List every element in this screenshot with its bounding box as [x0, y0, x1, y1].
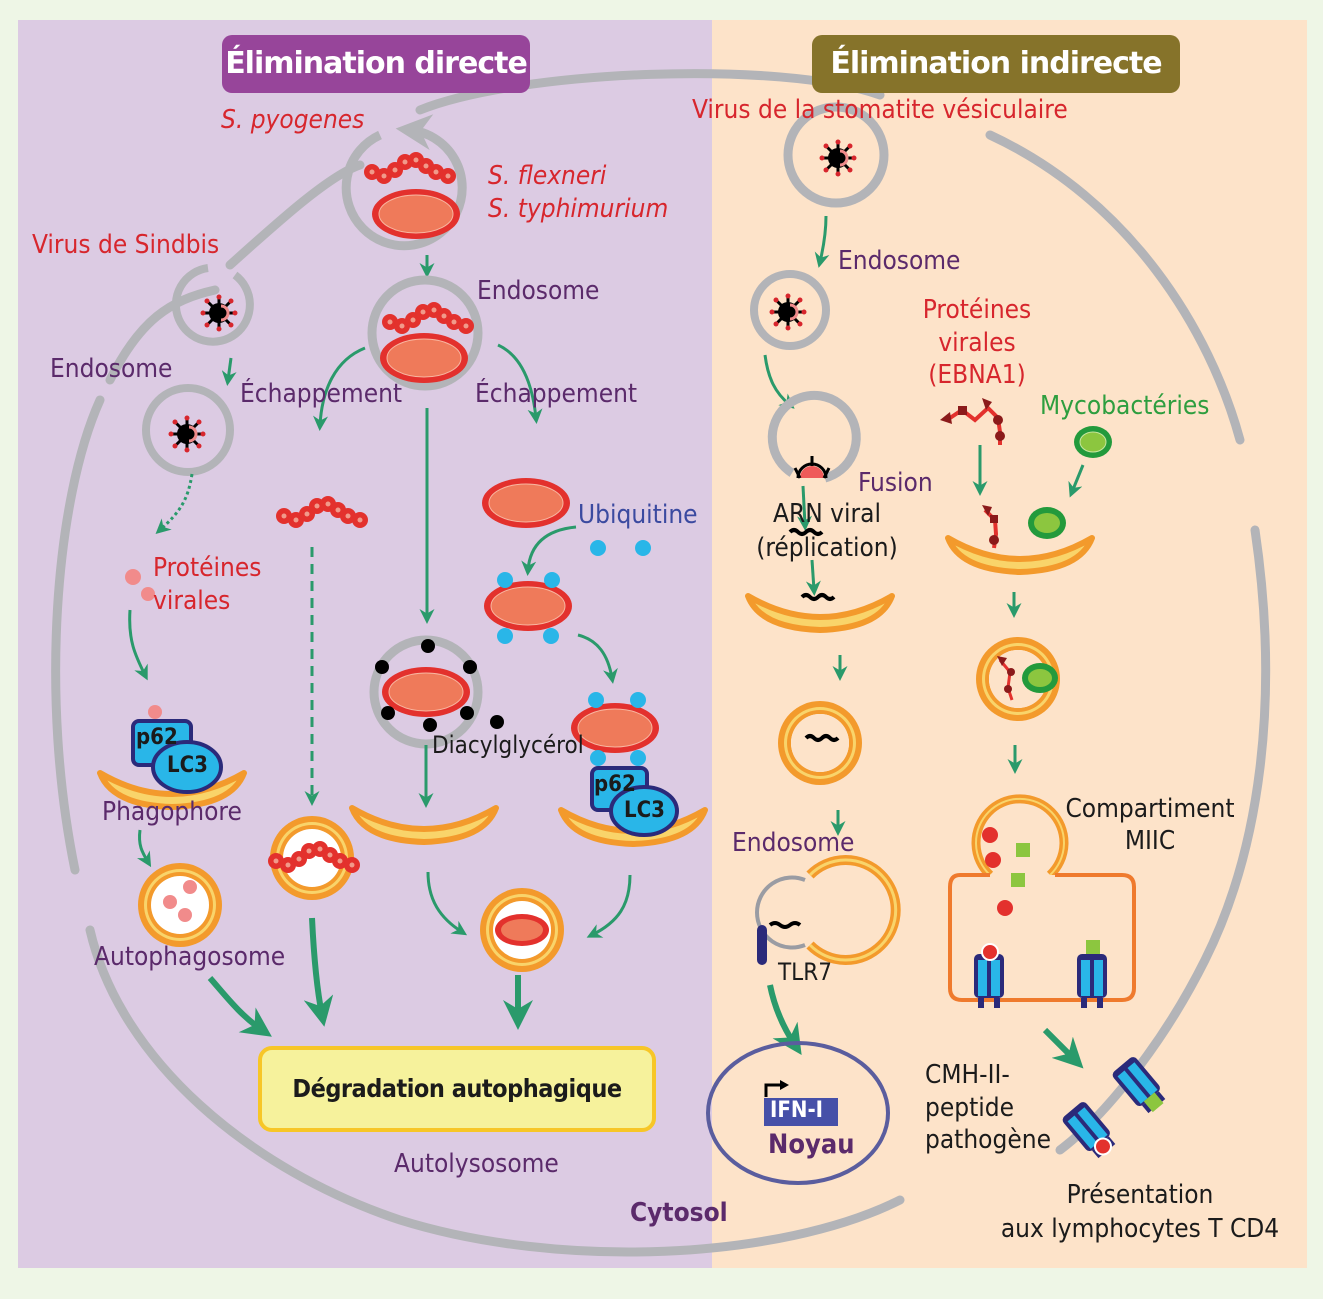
dotted-arrow	[155, 473, 194, 535]
arrow-to-membrane	[1042, 1027, 1084, 1069]
degradation-box: Dégradation autophagique	[258, 1046, 656, 1132]
label-s-typhimurium: S. typhimurium	[488, 194, 669, 224]
label-presentation-1: Présentation	[1066, 1180, 1214, 1210]
label-viral-proteins-1: Protéines	[153, 553, 262, 583]
label-mhc-2: peptide	[925, 1093, 1015, 1123]
label-vsv: Virus de la stomatite vésiculaire	[692, 95, 1068, 125]
entry-vesicle	[341, 114, 467, 251]
arrow	[521, 525, 577, 576]
label-diacylglycerol: Diacylglycérol	[432, 731, 584, 759]
header-direct: Élimination directe	[222, 35, 530, 93]
endosome-center	[367, 275, 483, 391]
bacterium	[371, 188, 461, 240]
ubiquitinated-bacterium	[483, 572, 573, 644]
arrow	[814, 215, 830, 268]
label-viral-rna-2: (réplication)	[756, 533, 898, 563]
endosome-fusion-tlr7	[755, 855, 901, 965]
surface-mhc-peptide-red	[1060, 1100, 1119, 1161]
nucleus	[706, 1041, 890, 1185]
label-phagophore: Phagophore	[102, 797, 242, 827]
label-endosome-left: Endosome	[50, 354, 173, 384]
vsv-entry	[783, 102, 889, 208]
label-mhc-1: CMH-II-	[925, 1060, 1010, 1090]
label-p62-left: p62	[136, 725, 178, 750]
label-viral-proteins-ind-1: Protéines	[922, 295, 1032, 325]
label-lc3-right: LC3	[624, 798, 665, 823]
arrow	[221, 357, 237, 386]
miic-compartment	[948, 794, 1136, 1008]
label-mhc-3: pathogène	[925, 1125, 1051, 1155]
label-miic-1: Compartiment	[1065, 794, 1235, 824]
arrow	[577, 633, 618, 684]
sindbis-entry	[171, 264, 254, 346]
label-p62-right: p62	[594, 772, 636, 797]
viral-rna	[800, 593, 836, 601]
label-nucleus: Noyau	[768, 1129, 855, 1160]
mycobacterium	[1074, 426, 1112, 458]
arrow	[426, 871, 468, 936]
header-indirect: Élimination indirecte	[812, 35, 1180, 93]
arrow	[1068, 464, 1085, 498]
label-endosome-center: Endosome	[477, 276, 600, 306]
label-fusion: Fusion	[858, 468, 933, 498]
label-presentation-2: aux lymphocytes T CD4	[1000, 1214, 1280, 1244]
vsv-endosome	[750, 270, 830, 350]
label-mycobacteria: Mycobactéries	[1040, 391, 1210, 421]
label-escape-right: Échappement	[475, 379, 638, 409]
ebna1-near-phagophore	[982, 505, 999, 549]
escape-arrow-right	[497, 343, 543, 424]
label-endosome-top: Endosome	[838, 246, 961, 276]
ubiquitinated-bacterium-2	[570, 692, 660, 766]
label-autolysosome: Autolysosome	[394, 1149, 559, 1179]
p62-lc3-complex-left	[131, 719, 223, 794]
arrow-to-degradation	[303, 917, 334, 1027]
arrow	[805, 559, 821, 596]
label-viral-proteins-ind-2: virales	[938, 328, 1016, 358]
autophagosome-myco	[976, 637, 1060, 721]
transcription-arrow-icon	[764, 1083, 782, 1097]
label-ubiquitin: Ubiquitine	[578, 500, 698, 530]
ebna1-protein	[940, 398, 1005, 445]
label-virus-sindbis: Virus de Sindbis	[32, 230, 220, 260]
fusion-endosome	[767, 390, 861, 483]
dag-vesicle	[369, 635, 504, 749]
bacterium-escaped	[481, 477, 571, 529]
label-ebna1: (EBNA1)	[928, 360, 1026, 390]
ifn-gene-box	[764, 1098, 838, 1126]
label-miic-2: MIIC	[1124, 826, 1176, 856]
label-tlr7: TLR7	[778, 958, 832, 986]
viral-rna	[788, 528, 824, 536]
label-lc3-left: LC3	[167, 753, 208, 778]
label-viral-proteins-2: virales	[153, 586, 231, 616]
autophagosome-bacterium	[480, 888, 564, 972]
escape-arrow-left	[313, 346, 366, 431]
label-viral-rna-1: ARN viral	[773, 499, 881, 529]
label-ifn: IFN-I	[770, 1098, 824, 1123]
surface-mhc-peptide-green	[1110, 1055, 1169, 1116]
label-autophagosome: Autophagosome	[94, 942, 286, 972]
autophagosome-rna	[778, 701, 862, 785]
arrow-to-nucleus	[767, 984, 802, 1055]
arrow	[586, 874, 632, 938]
label-s-flexneri: S. flexneri	[488, 161, 607, 191]
p62-lc3-complex-right	[590, 766, 679, 837]
label-endosome-bottom: Endosome	[732, 828, 855, 858]
label-s-pyogenes: S. pyogenes	[221, 105, 365, 135]
label-cytosol: Cytosol	[630, 1198, 728, 1228]
autophagosome-viral	[138, 863, 222, 947]
arrow	[136, 829, 152, 868]
label-escape-left: Échappement	[240, 379, 403, 409]
arrow-to-degradation	[207, 976, 272, 1037]
sindbis-endosome	[142, 384, 234, 476]
arrow	[128, 609, 148, 681]
mycobacterium	[1028, 507, 1066, 539]
arrow	[797, 485, 813, 531]
